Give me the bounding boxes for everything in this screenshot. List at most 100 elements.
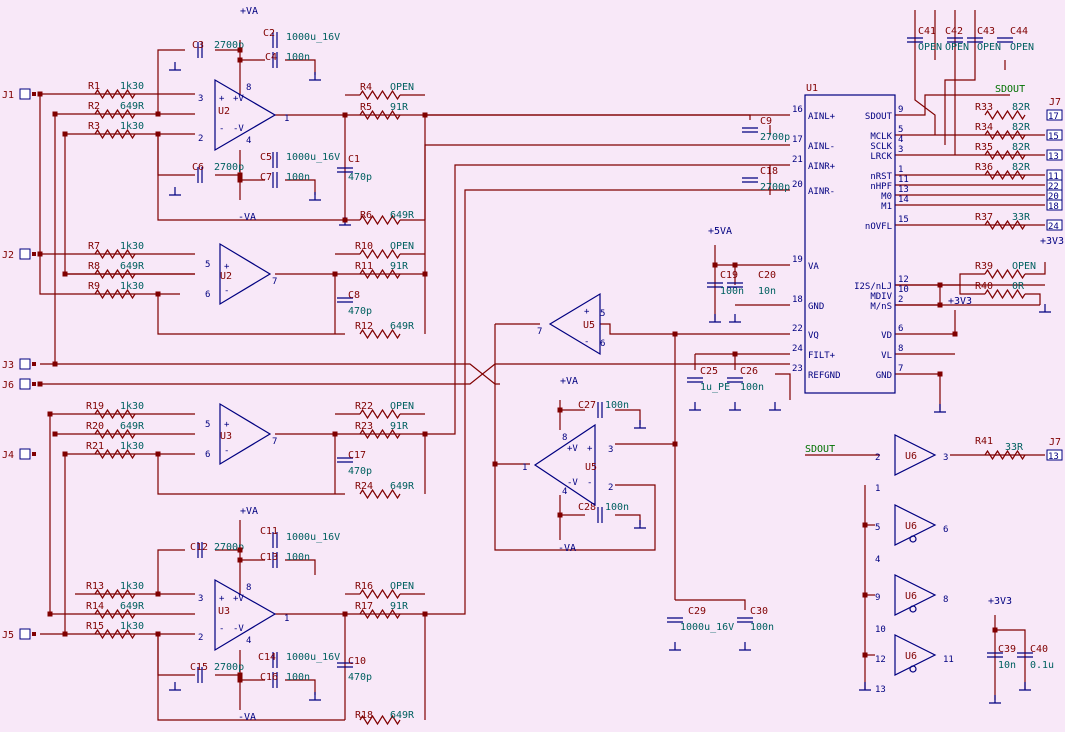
j7-pin-box [1046,149,1063,161]
capacitor-ref-c29: C29 [688,606,706,617]
capacitor-value-c18: 2700p [760,182,790,193]
opamp-pin-p7: 7 [272,437,277,447]
buffer-u6-1 [894,434,937,476]
connector-label-j2: J2 [2,250,14,261]
j7-pin-box [1046,219,1063,231]
capacitor-c28 [597,507,603,523]
resistor-value-r33: 82R [1012,102,1031,113]
junction-dot [37,381,43,387]
capacitor-c39 [987,652,1003,658]
j7-ref-1: J7 [1049,97,1061,108]
capacitor-value-c11: 1000u_16V [286,532,340,543]
v33-label-1: +3V3 [1040,236,1064,247]
capacitor-value-c14: 1000u_16V [286,652,340,663]
resistor-r37 [984,219,1026,231]
resistor-ref-r11: R11 [355,261,373,272]
j7-pin-number: 22 [1048,182,1059,192]
u1-pin-name-mclk: MCLK [870,132,892,142]
u1-pin-name-nrst: nRST [870,172,892,182]
opamp-pin-p7: 7 [537,327,542,337]
capacitor-c4 [272,52,278,68]
resistor-ref-r22: R22 [355,401,373,412]
capacitor-ref-c44: C44 [1010,26,1028,37]
capacitor-value-c29: 1000u_16V [680,622,734,633]
resistor-ref-r16: R16 [355,581,373,592]
capacitor-ref-c2: C2 [263,28,275,39]
capacitor-value-c42: OPEN [945,42,969,53]
u1-pin-name-m0: M0 [881,192,892,202]
capacitor-value-c26: 100n [740,382,764,393]
j7-pin-box [1046,129,1063,141]
j7-pin-number: 11 [1048,172,1059,182]
opamp-pin-pv: +V [233,594,244,604]
capacitor-c10 [337,662,353,668]
resistor-r12 [359,328,401,340]
opamp-pin-minus: - [587,478,592,488]
va-neg-label-1: -VA [238,212,256,223]
j7-pin-number: 20 [1048,192,1059,202]
pin-labels: 16AINL+17AINL-21AINR+20AINR-19VA18GND22V… [198,83,954,695]
resistor-r33 [984,109,1026,121]
capacitor-c7 [272,172,278,188]
opamp-pin-plus: + [224,420,230,430]
resistor-ref-r3: R3 [88,121,100,132]
u6-pin-p12: 12 [875,655,886,665]
resistor-r6 [359,214,401,226]
resistor-r19 [94,408,136,420]
capacitor-ref-c11: C11 [260,526,278,537]
junction-dot [422,611,428,617]
junction-dot [237,677,243,683]
junction-dot [52,361,58,367]
capacitor-ref-c41: C41 [918,26,936,37]
capacitor-value-c7: 100n [286,172,310,183]
bubble-icon [909,605,917,613]
u6-pin-p6: 6 [943,525,948,535]
u1-pin-number: 23 [792,364,803,374]
resistor-value-r24: 649R [390,481,415,492]
resistor-value-r37: 33R [1012,212,1031,223]
capacitor-c8 [337,297,353,303]
resistor-r4 [359,89,401,101]
capacitor-ref-c15: C15 [190,662,208,673]
u6-pin-p3: 3 [943,453,948,463]
j7-pin-box [1046,199,1063,211]
resistor-r23 [359,428,401,440]
u1-pin-number: 6 [898,324,903,334]
u1-pin-name-novfl: nOVFL [865,222,892,232]
capacitor-ref-c42: C42 [945,26,963,37]
resistor-ref-r12: R12 [355,321,373,332]
resistor-value-r14: 649R [120,601,145,612]
v5-label: +5VA [708,226,732,237]
capacitor-c13 [272,552,278,568]
u1-pin-name-mns: M/nS [870,302,892,312]
resistor-ref-r36: R36 [975,162,993,173]
u1-pin-name-sclk: SCLK [870,142,892,152]
ground-icon [739,642,751,651]
resistor-value-r12: 649R [390,321,415,332]
u1-pin-name-filt: FILT+ [808,351,836,361]
capacitor-ref-c17: C17 [348,450,366,461]
capacitor-ref-c43: C43 [977,26,995,37]
va-neg-label-2: -VA [238,712,256,723]
capacitor-ref-c10: C10 [348,656,366,667]
capacitor-value-c43: OPEN [977,42,1001,53]
junction-dot [422,112,428,118]
opamp-pin-pv: +V [567,444,578,454]
j7-pin-number: 13 [1048,452,1059,462]
u6-ref-2: U6 [905,521,917,532]
u6-pin-p13: 13 [875,685,886,695]
junction-dot [155,591,161,597]
opamp-pin-plus: + [587,444,593,454]
resistor-r1 [94,88,136,100]
capacitor-value-c1: 470p [348,172,372,183]
opamp-pin-minus: - [224,286,229,296]
buffer-u6-3 [894,574,937,616]
opamp-u2-a [214,78,277,152]
connector-label-j6: J6 [2,380,14,391]
opamp-pin-p8: 8 [562,433,567,443]
u6-pin-p2: 2 [875,453,880,463]
resistor-r13 [94,588,136,600]
resistor-ref-r1: R1 [88,81,100,92]
capacitor-value-c25: 1u_PE [700,382,730,393]
